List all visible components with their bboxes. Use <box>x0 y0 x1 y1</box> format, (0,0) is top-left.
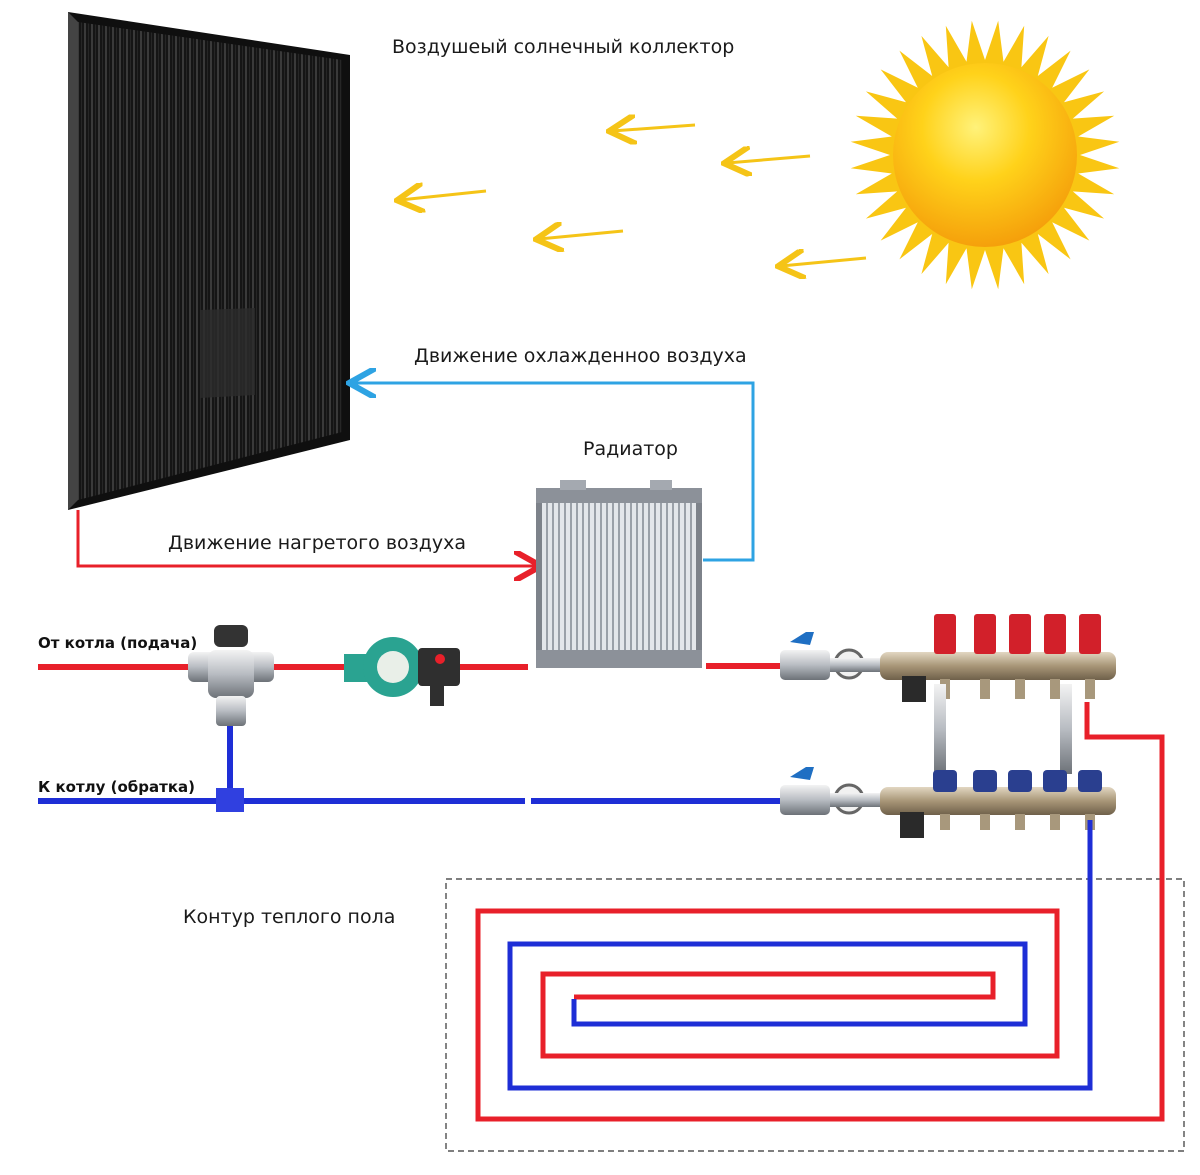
supply-ball-valve-icon <box>780 632 880 680</box>
return-label: К котлу (обратка) <box>38 778 195 796</box>
return-tee-icon <box>216 788 244 812</box>
hot-air-label: Движение нагретого воздуха <box>168 532 467 554</box>
supply-pipe <box>38 663 782 670</box>
floor-circuit-boundary <box>445 878 1185 1152</box>
floor-circuit-label: Контур теплого пола <box>183 906 396 928</box>
return-ball-valve-icon <box>780 767 880 815</box>
cold-air-label: Движение охлажденноо воздуха <box>414 345 747 367</box>
radiator-icon <box>536 480 702 668</box>
supply-label: От котла (подача) <box>38 634 198 652</box>
mixing-valve-icon <box>188 625 274 726</box>
circulation-pump-icon <box>344 637 460 706</box>
hot-air-supply-line <box>76 510 538 566</box>
floor-heating-blue-pipe <box>507 820 1093 1091</box>
solar-air-collector-icon <box>68 12 350 510</box>
floor-heating-red-pipe <box>475 702 1165 1122</box>
radiator-label: Радиатор <box>583 438 678 460</box>
sun-icon <box>850 20 1120 290</box>
collector-title: Воздушеый солнечный коллектор <box>392 36 735 58</box>
return-manifold-icon <box>880 770 1116 838</box>
cold-air-return-line <box>352 383 755 562</box>
sunlight-arrows <box>400 125 867 266</box>
supply-manifold-icon <box>880 614 1116 774</box>
